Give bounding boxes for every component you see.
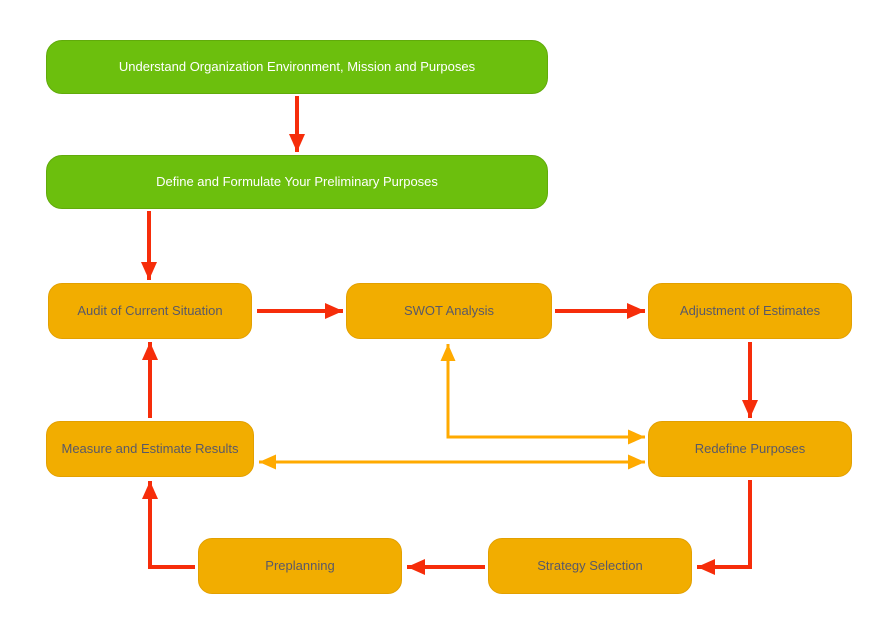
- node-define-label: Define and Formulate Your Preliminary Pu…: [156, 174, 438, 190]
- node-adjustment-label: Adjustment of Estimates: [679, 303, 821, 319]
- node-measure-label: Measure and Estimate Results: [61, 441, 239, 457]
- node-preplanning: Preplanning: [198, 538, 402, 594]
- node-define-preliminary-purposes: Define and Formulate Your Preliminary Pu…: [46, 155, 548, 209]
- node-understand-label: Understand Organization Environment, Mis…: [118, 59, 476, 75]
- node-swot-analysis: SWOT Analysis: [346, 283, 552, 339]
- arrow-preplanning-to-measure: [142, 481, 195, 569]
- arrow-redefine-to-strategy: [697, 480, 752, 575]
- node-redefine-purposes: Redefine Purposes: [648, 421, 852, 477]
- node-audit-current-situation: Audit of Current Situation: [48, 283, 252, 339]
- node-redefine-label: Redefine Purposes: [694, 441, 806, 457]
- node-measure-estimate-results: Measure and Estimate Results: [46, 421, 254, 477]
- node-audit-label: Audit of Current Situation: [77, 303, 223, 319]
- node-adjustment-of-estimates: Adjustment of Estimates: [648, 283, 852, 339]
- node-strategy-selection: Strategy Selection: [488, 538, 692, 594]
- node-strategy-label: Strategy Selection: [537, 558, 643, 574]
- node-swot-label: SWOT Analysis: [403, 303, 495, 319]
- node-understand-organization: Understand Organization Environment, Mis…: [46, 40, 548, 94]
- arrow-redefine-swot-feedback: [440, 344, 645, 445]
- node-preplanning-label: Preplanning: [265, 558, 335, 574]
